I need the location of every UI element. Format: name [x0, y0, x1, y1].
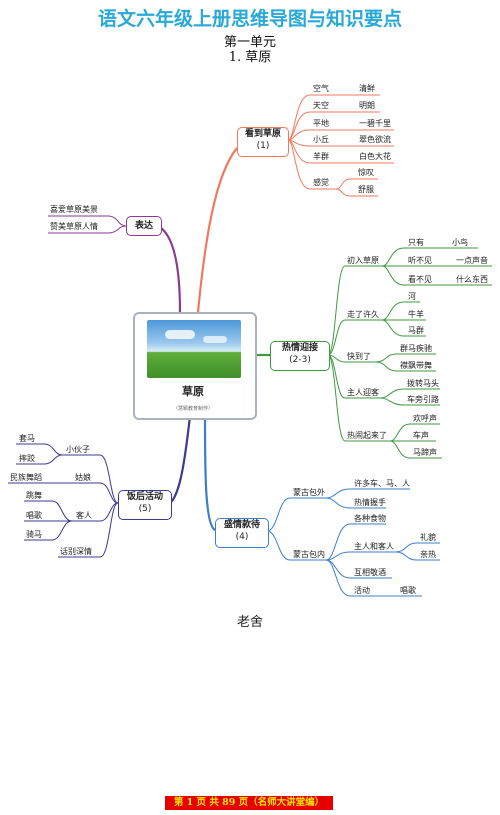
re-nao-item: 车声 [413, 431, 429, 440]
chu-ru-a3: 看不见 [408, 275, 432, 284]
page-title: 语文六年级上册思维导图与知识要点 [97, 8, 402, 30]
zhu-ren-label: 主人迎客 [347, 388, 379, 397]
kan-dao-value: 一碧千里 [359, 119, 391, 128]
farewell-item: 话别深情 [60, 547, 92, 556]
re-nao-item: 马蹄声 [413, 448, 437, 457]
girl-label: 姑娘 [75, 473, 91, 482]
zou-le-item: 河 [408, 292, 416, 301]
zhu-ren-item: 车旁引路 [407, 395, 439, 404]
node-fan-hou-title: 饭后活动 [126, 492, 163, 502]
unit-heading: 第一单元 [223, 35, 276, 50]
trunk-fan-hou [169, 415, 192, 504]
nei-food: 各种食物 [354, 514, 386, 523]
kan-dao-value: 明朗 [359, 101, 375, 110]
trunk-sheng-qing [203, 415, 216, 531]
kuai-dao-item: 襟飘带舞 [400, 361, 432, 370]
chu-ru-a2: 听不见 [408, 256, 432, 265]
node-kan-dao: 看到草原 (1) [237, 127, 289, 157]
node-re-qing: 热情迎接 (2-3) [270, 341, 330, 371]
guest-item: 跳舞 [26, 491, 42, 500]
node-sheng-qing-title: 盛情款待 [223, 520, 260, 530]
kan-dao-key: 空气 [313, 84, 329, 93]
node-re-qing-title: 热情迎接 [281, 343, 318, 353]
guest-item: 唱歌 [26, 511, 42, 520]
youth-item: 摔跤 [19, 454, 35, 463]
nei-host: 主人和客人 [354, 542, 394, 551]
chu-ru-b3: 什么东西 [456, 275, 488, 284]
biao-da-item: 赞美草原人情 [50, 222, 98, 231]
guest-label: 客人 [76, 511, 92, 520]
youth-item: 套马 [19, 434, 35, 443]
node-sheng-qing: 盛情款待 (4) [215, 518, 269, 548]
kan-dao-key: 羊群 [313, 152, 329, 161]
kan-dao-value: 白色大花 [359, 152, 391, 161]
node-biao-da-title: 表达 [134, 221, 153, 231]
author-name: 老舍 [236, 615, 263, 630]
page-footer: 第 1 页 共 89 页（名师大讲堂编） [165, 796, 333, 810]
kuai-dao-item: 群马疾驰 [400, 344, 432, 353]
node-kan-dao-title: 看到草原 [244, 129, 281, 139]
kan-dao-key: 平地 [313, 119, 329, 128]
node-sheng-qing-num: (4) [235, 532, 249, 542]
nei-toast: 互相敬酒 [354, 568, 386, 577]
center-note: （慧颖教育制作） [172, 406, 213, 412]
center-title: 草原 [182, 385, 204, 398]
zou-le-item: 牛羊 [408, 310, 424, 319]
wai-label: 蒙古包外 [293, 488, 325, 497]
re-nao-item: 欢呼声 [413, 414, 437, 423]
guest-item: 骑马 [26, 530, 42, 539]
biao-da-item: 喜爱草原美景 [50, 205, 98, 214]
center-node: 草原 （慧颖教育制作） [133, 312, 257, 420]
chu-ru-b2: 一点声音 [456, 256, 488, 265]
kan-dao-key: 小丘 [313, 135, 329, 144]
trunk-kan-dao [196, 147, 238, 313]
kan-dao-value: 清鲜 [359, 84, 375, 93]
lesson-heading: 1. 草原 [228, 50, 272, 65]
nei-qin: 亲热 [420, 550, 436, 559]
zhu-ren-item: 拨转马头 [407, 379, 439, 388]
node-fan-hou-num: (5) [138, 504, 152, 514]
grassland-image [147, 320, 241, 378]
youth-label: 小伙子 [66, 445, 90, 454]
nei-sing: 唱歌 [400, 586, 416, 595]
trunk-biao-da [157, 225, 182, 313]
node-kan-dao-num: (1) [256, 141, 270, 151]
wai-item: 许多车、马、人 [354, 479, 410, 488]
kan-dao-feel-value: 惊叹 [358, 168, 374, 177]
nei-act: 活动 [354, 586, 370, 595]
re-nao-label: 热闹起来了 [347, 431, 387, 440]
nei-li: 礼貌 [420, 533, 436, 542]
kan-dao-key: 天空 [313, 101, 329, 110]
nei-label: 蒙古包内 [293, 550, 325, 559]
girl-item: 民族舞蹈 [10, 473, 42, 482]
zou-le-item: 马群 [408, 326, 424, 335]
chu-ru-b1: 小鸟 [452, 238, 468, 247]
kan-dao-value: 翠色欲流 [359, 135, 391, 144]
node-re-qing-num: (2-3) [289, 355, 311, 365]
kan-dao-feel: 感觉 [313, 178, 329, 187]
kuai-dao-label: 快到了 [347, 352, 371, 361]
kan-dao-feel-value: 舒服 [358, 185, 374, 194]
node-fan-hou: 饭后活动 (5) [118, 490, 172, 520]
zou-le-label: 走了许久 [347, 310, 379, 319]
wai-item: 热情握手 [354, 498, 386, 507]
chu-ru-label: 初入草原 [347, 256, 379, 265]
node-biao-da: 表达 [126, 216, 162, 236]
chu-ru-a1: 只有 [408, 238, 424, 247]
